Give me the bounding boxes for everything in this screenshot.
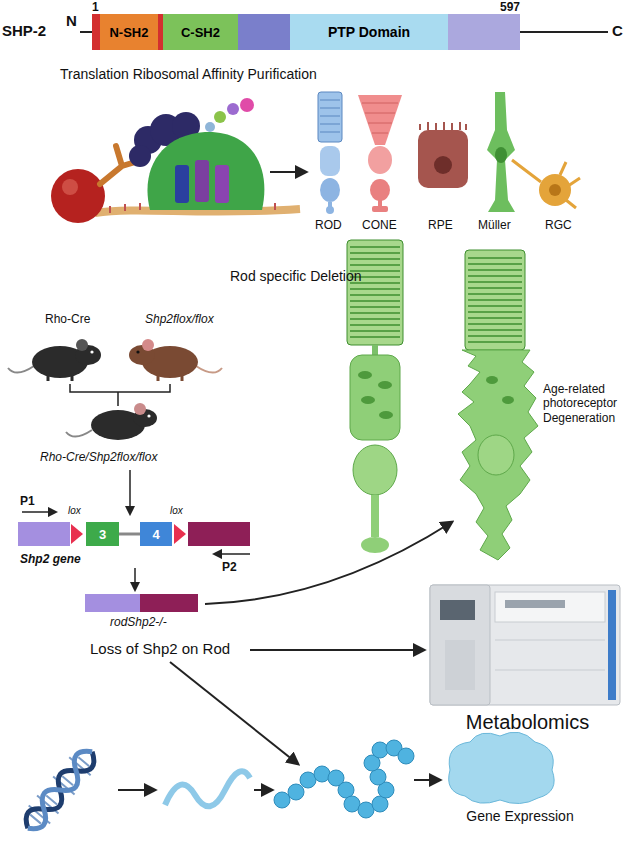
cell-label: RPE — [428, 218, 453, 232]
cell-label: RGC — [545, 218, 572, 232]
box-text: PTP Domain — [328, 24, 410, 40]
cell-label: Müller — [478, 218, 511, 232]
section-heading: Rod specific Deletion — [230, 268, 362, 285]
allele-label: rodShp2-/- — [110, 615, 167, 629]
primer-label: P1 — [20, 494, 35, 508]
gene-construct — [18, 512, 250, 612]
lox-label: lox — [170, 505, 183, 517]
degenerating-rod — [458, 250, 538, 560]
protein-bar — [80, 14, 608, 50]
mass-spectrometer — [430, 585, 620, 705]
step-label: Loss of Shp2 on Rod — [90, 640, 230, 658]
terminus-label: N — [66, 12, 77, 30]
domain-box: N-SH2 — [100, 14, 158, 50]
retinal-cells — [318, 92, 580, 214]
box-text: C-SH2 — [181, 25, 220, 40]
protein-name: SHP-2 — [2, 22, 46, 40]
method-label: Gene Expression — [445, 808, 595, 825]
mouse-label: Rho-Cre — [45, 312, 90, 326]
phenotype-label: Age-related photoreceptor Degeneration — [543, 382, 631, 425]
box-text: N-SH2 — [109, 25, 148, 40]
box-text: 3 — [99, 527, 106, 542]
section-heading: Translation Ribosomal Affinity Purificat… — [60, 66, 317, 83]
method-label: Metabolomics — [430, 710, 625, 734]
primer-label: P2 — [222, 560, 237, 574]
cell-label: ROD — [315, 218, 342, 232]
lox-label: lox — [68, 505, 81, 517]
mouse-label: Shp2flox/flox — [145, 312, 214, 326]
exon-box: 4 — [140, 522, 172, 546]
cell-label: CONE — [362, 218, 397, 232]
exon-box: 3 — [86, 522, 119, 546]
residue-number: 597 — [500, 0, 520, 14]
gene-label: Shp2 gene — [20, 552, 81, 566]
mouse-label: Rho-Cre/Shp2flox/flox — [40, 450, 157, 464]
residue-number: 1 — [92, 0, 99, 14]
domain-box: PTP Domain — [290, 14, 448, 50]
mice — [8, 339, 222, 514]
domain-box: C-SH2 — [163, 14, 238, 50]
box-text: 4 — [152, 527, 159, 542]
terminus-label: C — [612, 22, 623, 40]
healthy-rod — [347, 240, 403, 553]
trap-illustration — [51, 98, 306, 223]
